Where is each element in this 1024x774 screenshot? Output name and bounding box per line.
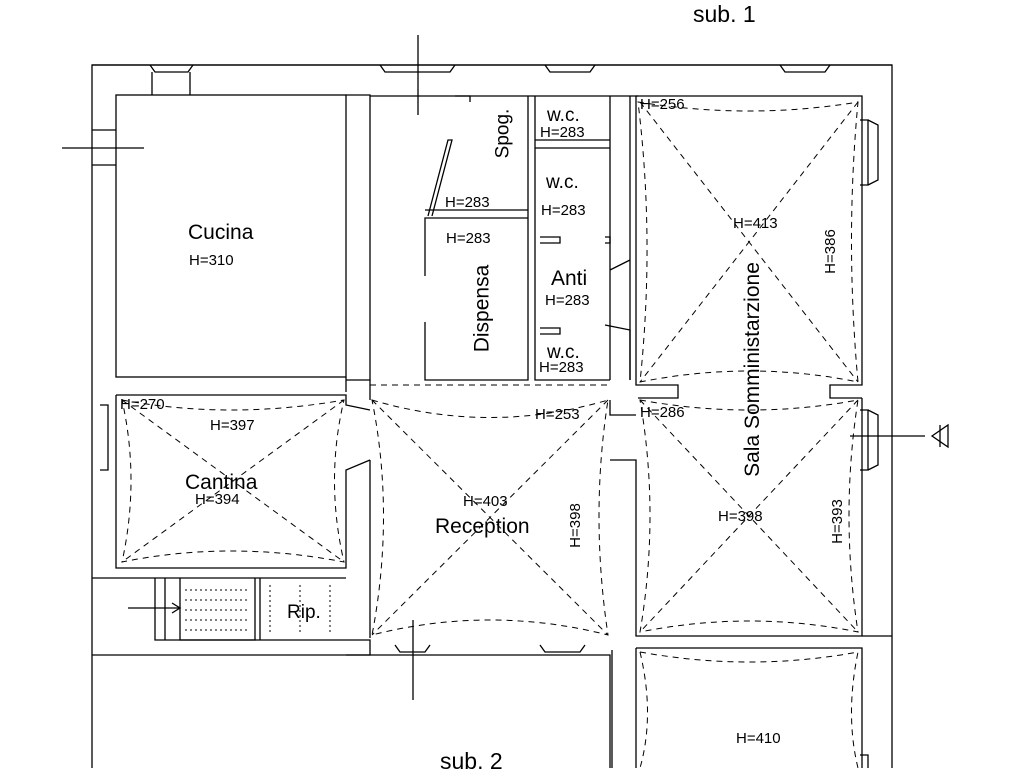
wc3-height: H=283 <box>539 359 584 376</box>
wc2-name: w.c. <box>546 172 579 193</box>
dispensa-upper-height: H=283 <box>445 194 490 211</box>
anti-height: H=283 <box>545 292 590 309</box>
wc1-height: H=283 <box>540 124 585 141</box>
sala-lower-center-height: H=398 <box>718 508 763 525</box>
dispensa-height: H=283 <box>446 230 491 247</box>
reception-name: Reception <box>435 515 530 538</box>
wc3-name: w.c. <box>547 342 580 363</box>
reception-top-height: H=253 <box>535 406 580 423</box>
sala-lower-right-height: H=393 <box>828 499 846 544</box>
cantina-walls <box>92 394 371 638</box>
wc1-name: w.c. <box>547 105 580 126</box>
cantina-corner-height: H=270 <box>120 396 165 413</box>
vault-lines <box>121 101 859 768</box>
cucina-name: Cucina <box>188 221 254 244</box>
sala-right-height: H=386 <box>821 229 839 274</box>
cantina-height: H=394 <box>195 491 240 508</box>
sala-name: Sala Somministarzione <box>740 262 764 477</box>
section-markers <box>62 35 949 700</box>
cucina-height: H=310 <box>189 252 234 269</box>
subunit-bottom-label: sub. 2 <box>440 748 503 774</box>
sala-top-height: H=256 <box>640 96 685 113</box>
stair-walls <box>92 578 611 768</box>
cantina-top-height: H=397 <box>210 417 255 434</box>
anti-name: Anti <box>551 267 588 290</box>
cucina-walls <box>115 94 347 378</box>
sala-walls <box>609 95 892 768</box>
outer-walls <box>91 64 893 768</box>
window-recesses <box>92 64 879 768</box>
dispensa-name: Dispensa <box>470 264 494 353</box>
wc2-height: H=283 <box>541 202 586 219</box>
cantina-name: Cantina <box>185 471 258 494</box>
reception-height: H=403 <box>463 493 508 510</box>
rip-name: Rip. <box>287 602 321 623</box>
service-walls <box>345 94 631 400</box>
reception-side-height: H=398 <box>566 503 584 548</box>
bottom-room-height: H=410 <box>736 730 781 747</box>
subunit-top-label: sub. 1 <box>693 1 756 27</box>
sala-lower-corner-height: H=286 <box>640 404 685 421</box>
stair-treads <box>185 585 331 635</box>
sala-center-height: H=413 <box>733 215 778 232</box>
spog-name: Spog. <box>492 108 514 159</box>
